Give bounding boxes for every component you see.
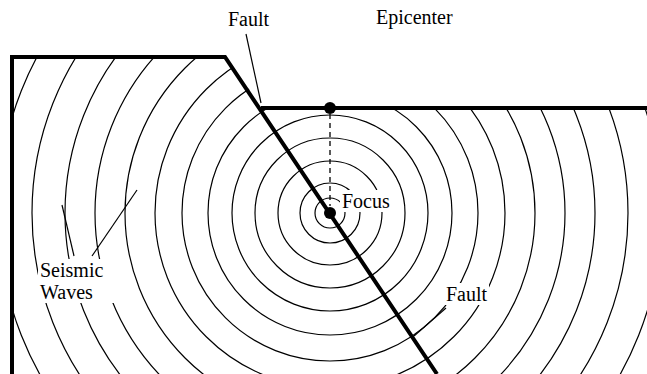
wave-circle	[278, 161, 382, 265]
wave-circle	[208, 91, 452, 335]
fault-label: Fault	[226, 8, 271, 30]
leader-line	[414, 308, 446, 336]
wave-circle	[155, 38, 505, 374]
ground-surface	[261, 106, 647, 110]
wave-circle	[232, 115, 428, 311]
focus-label: Focus	[340, 190, 392, 212]
seismic-waves-label: Seismic Waves	[38, 259, 120, 303]
ground-outline-and-fault	[12, 57, 437, 374]
epicenter-dot	[324, 102, 336, 114]
leader-line	[92, 190, 137, 256]
wave-circle	[125, 8, 535, 374]
focus-dot	[324, 207, 336, 219]
epicenter-label: Epicenter	[374, 6, 455, 28]
fault-label: Fault	[444, 283, 489, 305]
epicenter-dashed-line	[329, 114, 330, 206]
leader-line	[246, 34, 261, 103]
leader-line	[62, 205, 74, 256]
